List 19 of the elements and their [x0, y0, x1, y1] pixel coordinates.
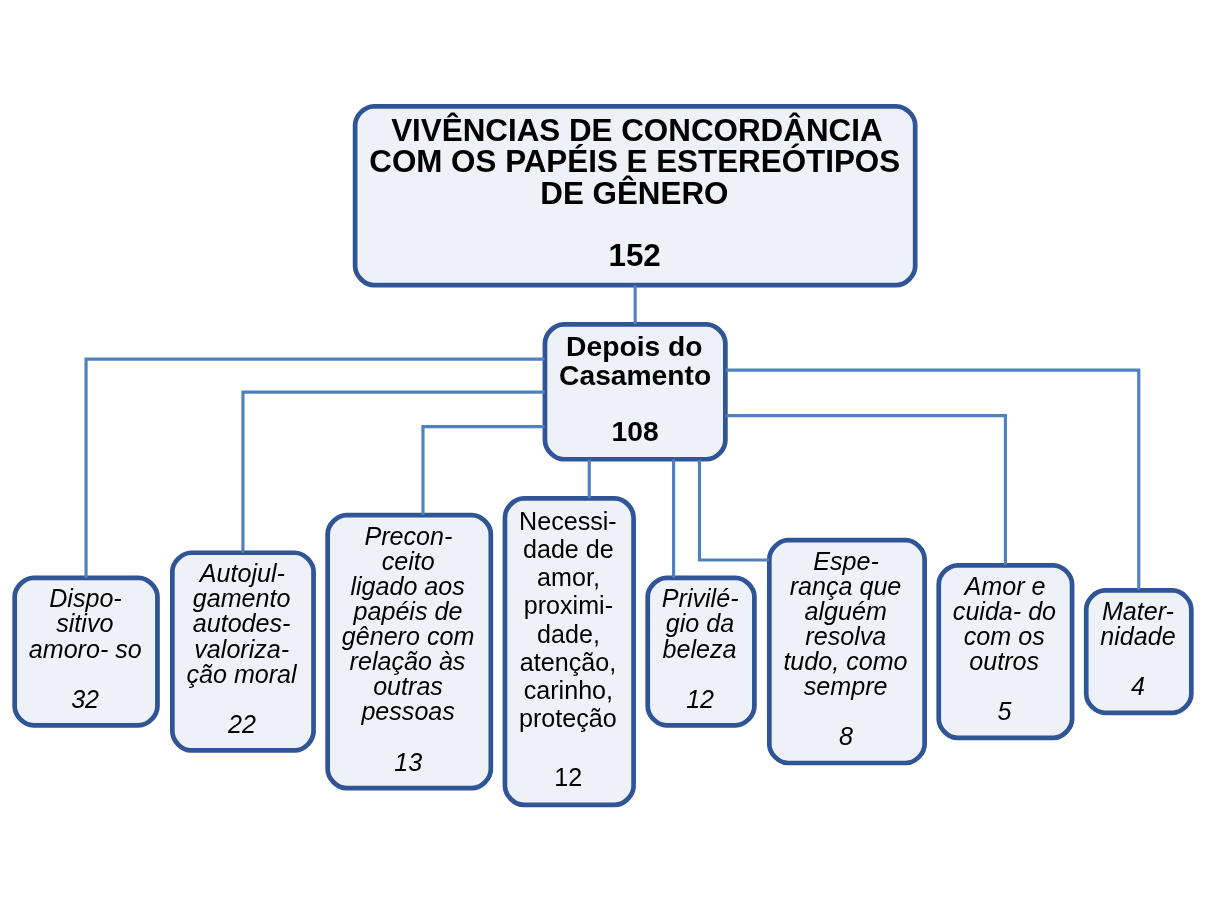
node-box: Autojul- gamento autodes- valoriza- ção moral 22	[170, 549, 316, 753]
connector	[421, 424, 545, 515]
node-box: Mater- nidade 4	[1083, 587, 1194, 715]
node-box: Dispo- sitivo amoro- so 32	[12, 575, 160, 728]
connector	[697, 459, 769, 562]
node-box: Privilé- gio da beleza 12	[645, 575, 757, 728]
connector	[633, 284, 637, 324]
node-box: Amor e cuida- do com os outros 5	[936, 562, 1075, 740]
node-box: Precon- ceito ligado aos papéis de gênero com relação às outras pessoas 13	[325, 512, 494, 790]
node-box: Depois do Casamento 108	[542, 321, 728, 462]
node-box: Espe- rança que alguém resolva tudo, como sempre 8	[766, 537, 927, 765]
connector	[725, 368, 1141, 590]
connector	[725, 413, 1007, 565]
connector	[672, 458, 676, 577]
connector	[587, 458, 591, 498]
node-box: Necessi- dade de amor, proximi- dade, atenção, carinho, proteção 12	[502, 495, 636, 807]
connector	[241, 390, 545, 553]
connector	[84, 357, 545, 578]
node-box: VIVÊNCIAS DE CONCORDÂNCIA COM OS PAPÉIS E ESTEREÓTIPOS DE GÊNERO 152	[352, 103, 918, 287]
